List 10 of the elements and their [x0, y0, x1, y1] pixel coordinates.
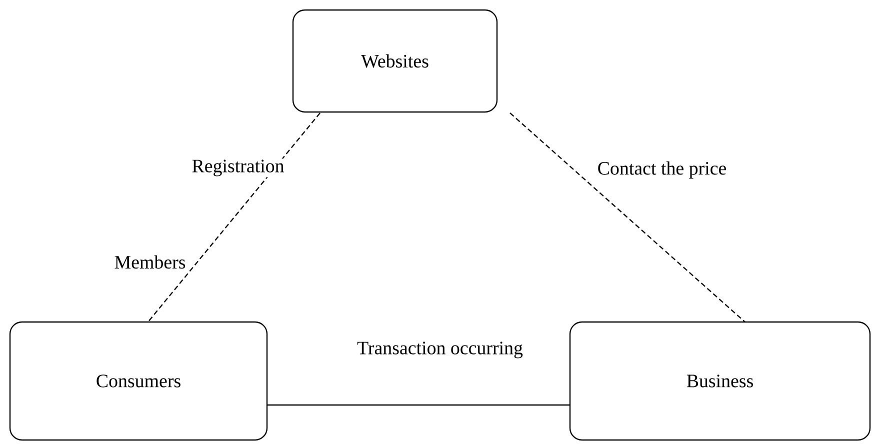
edge-label: Contact the price	[596, 160, 728, 180]
rounded-box: Consumers	[9, 321, 268, 441]
edge-label: Transaction occurring	[356, 340, 524, 360]
connector-line	[510, 112, 746, 322]
text-label: Members	[113, 254, 187, 270]
rounded-box: Business	[569, 321, 871, 441]
rounded-box: Websites	[292, 9, 498, 113]
connector-line	[267, 404, 570, 406]
edge-label: Registration	[190, 158, 286, 178]
connector-line	[148, 112, 320, 322]
